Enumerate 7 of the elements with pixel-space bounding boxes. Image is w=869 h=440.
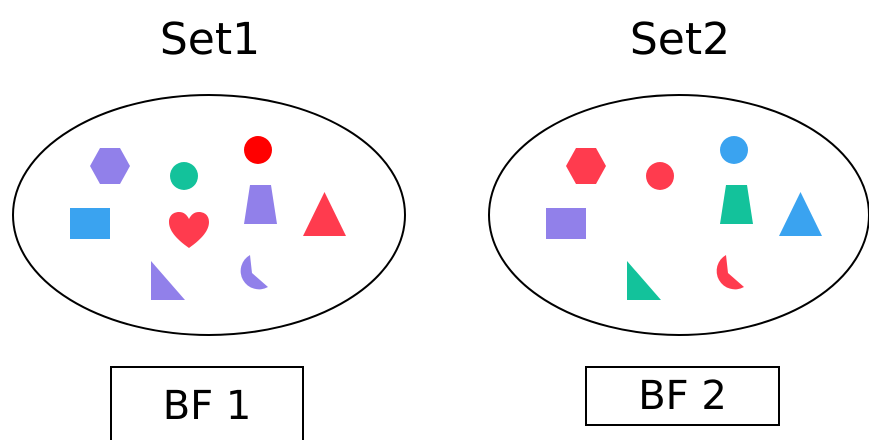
- filter-box: [585, 366, 780, 426]
- set-title: Set1: [158, 13, 262, 67]
- set-ellipse: [12, 94, 406, 336]
- filter-box: [110, 366, 304, 440]
- filter-label: BF 1: [162, 383, 252, 429]
- filter-label: BF 2: [638, 373, 727, 419]
- set-title: Set2: [628, 13, 732, 67]
